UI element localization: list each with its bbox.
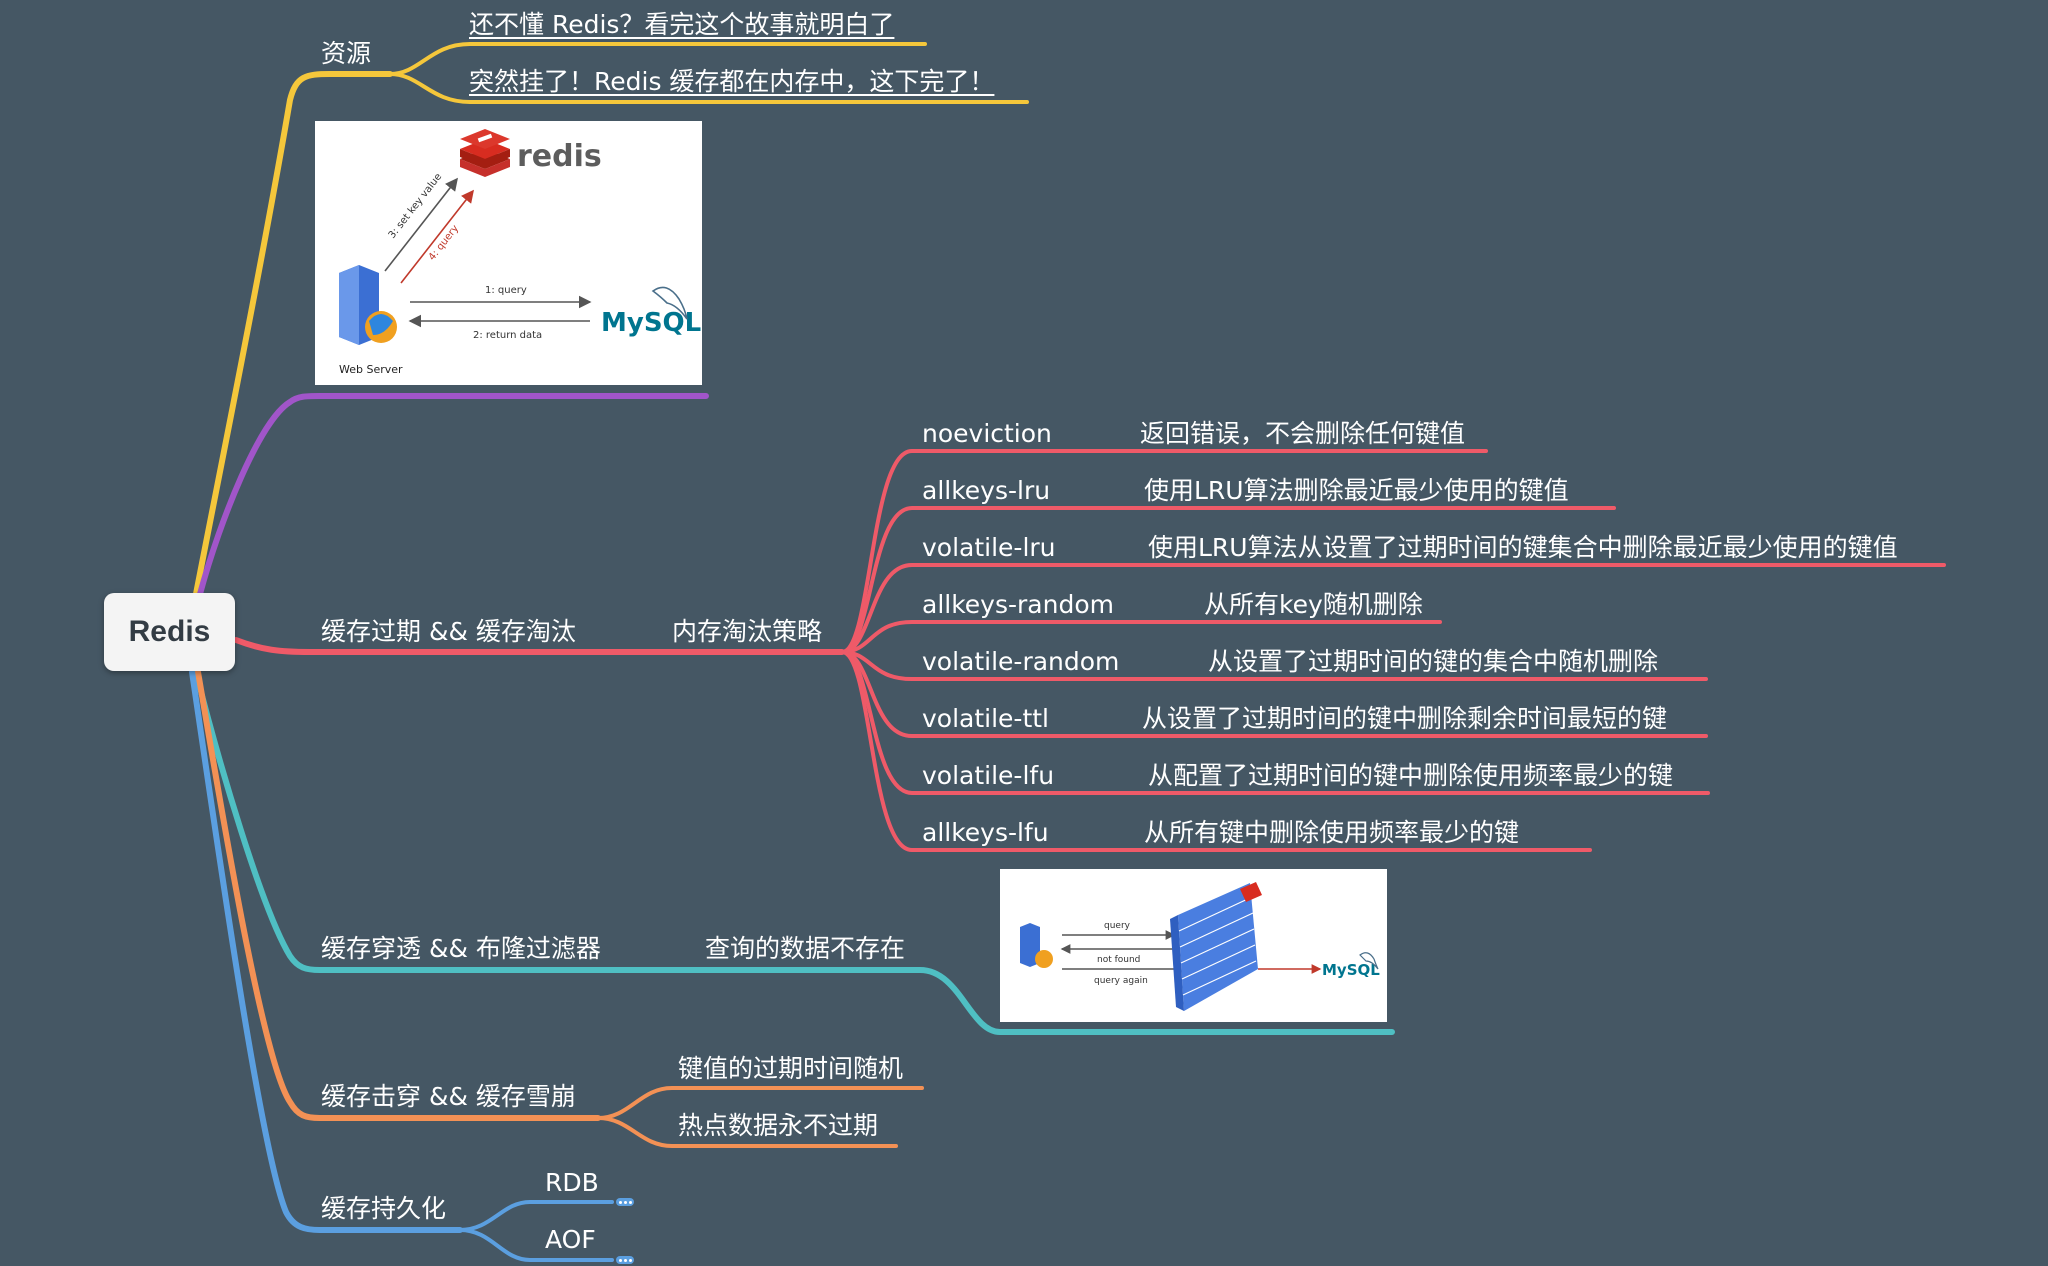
branch-label-penetration[interactable]: 缓存穿透 && 布隆过滤器	[321, 934, 601, 963]
breakdown-item-1[interactable]: 键值的过期时间随机	[678, 1054, 904, 1083]
branch-line-resources	[193, 71, 393, 597]
policy-description[interactable]: 从所有key随机删除	[1204, 590, 1423, 619]
resource-link-1[interactable]: 还不懂 Redis？看完这个故事就明白了	[469, 10, 895, 39]
branch-label-persistence[interactable]: 缓存持久化	[321, 1194, 447, 1223]
policy-name[interactable]: allkeys-random	[922, 590, 1114, 619]
bloom-arrow-query-again: query again	[1094, 976, 1148, 986]
policy-name[interactable]: allkeys-lfu	[922, 818, 1049, 847]
branch-label-resources[interactable]: 资源	[321, 39, 372, 68]
link-line-2	[388, 72, 1029, 104]
web-server-caption: Web Server	[339, 363, 403, 376]
branch-label-breakdown[interactable]: 缓存击穿 && 缓存雪崩	[321, 1082, 576, 1111]
web-server-icon	[339, 265, 397, 345]
policy-name[interactable]: volatile-ttl	[922, 704, 1050, 733]
persistence-line-aof	[458, 1228, 614, 1262]
policy-description[interactable]: 从设置了过期时间的键中删除剩余时间最短的键	[1142, 704, 1668, 733]
branch-line-eviction	[233, 637, 845, 655]
policy-name[interactable]: noeviction	[922, 419, 1052, 448]
breakdown-line-1	[596, 1086, 924, 1120]
policy-description[interactable]: 使用LRU算法删除最近最少使用的键值	[1144, 476, 1569, 505]
redis-logo-text: redis	[517, 139, 602, 174]
policy-name[interactable]: volatile-random	[922, 647, 1120, 676]
cache-flow-image[interactable]: redis 3: set key value 4: query 1: query…	[315, 121, 702, 385]
cache-flow-diagram: redis 3: set key value 4: query 1: query…	[339, 129, 701, 376]
bloom-filter-image[interactable]: query not found query again MySQL	[1000, 869, 1387, 1022]
expand-aof-icon[interactable]	[616, 1256, 634, 1264]
policy-line	[840, 506, 1616, 654]
penetration-sub-label[interactable]: 查询的数据不存在	[705, 934, 906, 963]
eviction-sub-label[interactable]: 内存淘汰策略	[672, 617, 823, 646]
root-node[interactable]: Redis	[104, 593, 235, 671]
client-server-icon	[1020, 923, 1053, 968]
policy-line	[840, 650, 1592, 852]
bloom-arrow-not-found: not found	[1097, 955, 1140, 965]
policy-description[interactable]: 从所有键中删除使用频率最少的键	[1144, 818, 1520, 847]
branch-line-persistence	[189, 669, 463, 1233]
persistence-item-aof[interactable]: AOF	[545, 1225, 596, 1254]
branch-line-breakdown	[195, 669, 601, 1121]
policy-name[interactable]: volatile-lfu	[922, 761, 1055, 790]
breakdown-line-2	[596, 1116, 898, 1148]
bloom-mysql-text: MySQL	[1322, 961, 1380, 979]
mysql-dolphin-icon	[651, 286, 688, 320]
policy-name[interactable]: volatile-lru	[922, 533, 1056, 562]
bloom-arrow-query: query	[1104, 921, 1131, 931]
firewall-icon	[1170, 882, 1262, 1011]
branch-line-penetration	[193, 669, 1395, 1035]
policy-name[interactable]: allkeys-lru	[922, 476, 1051, 505]
policy-line	[840, 620, 1442, 654]
breakdown-item-2[interactable]: 热点数据永不过期	[678, 1111, 879, 1140]
policy-description[interactable]: 返回错误，不会删除任何键值	[1140, 419, 1466, 448]
persistence-line-rdb	[458, 1200, 614, 1232]
policy-description[interactable]: 从配置了过期时间的键中删除使用频率最少的键	[1148, 761, 1674, 790]
branch-line-image	[197, 393, 709, 597]
arrow-label-query: 1: query	[485, 285, 527, 296]
bloom-mysql-dolphin-icon	[1359, 952, 1379, 970]
policy-line	[840, 563, 1946, 654]
root-label: Redis	[128, 615, 211, 648]
redis-logo-icon	[460, 129, 510, 177]
policy-description[interactable]: 使用LRU算法从设置了过期时间的键集合中删除最近最少使用的键值	[1148, 533, 1898, 562]
link-line-1	[388, 42, 927, 76]
resource-link-2[interactable]: 突然挂了！Redis 缓存都在内存中，这下完了！	[469, 67, 995, 96]
persistence-item-rdb[interactable]: RDB	[545, 1168, 599, 1197]
mysql-logo-text: MySQL	[601, 308, 701, 338]
expand-rdb-icon[interactable]	[616, 1198, 634, 1206]
policy-description[interactable]: 从设置了过期时间的键的集合中随机删除	[1208, 647, 1659, 676]
branch-label-eviction[interactable]: 缓存过期 && 缓存淘汰	[321, 617, 576, 646]
bloom-filter-diagram: query not found query again MySQL	[1020, 882, 1380, 1011]
arrow-label-return: 2: return data	[473, 330, 542, 341]
